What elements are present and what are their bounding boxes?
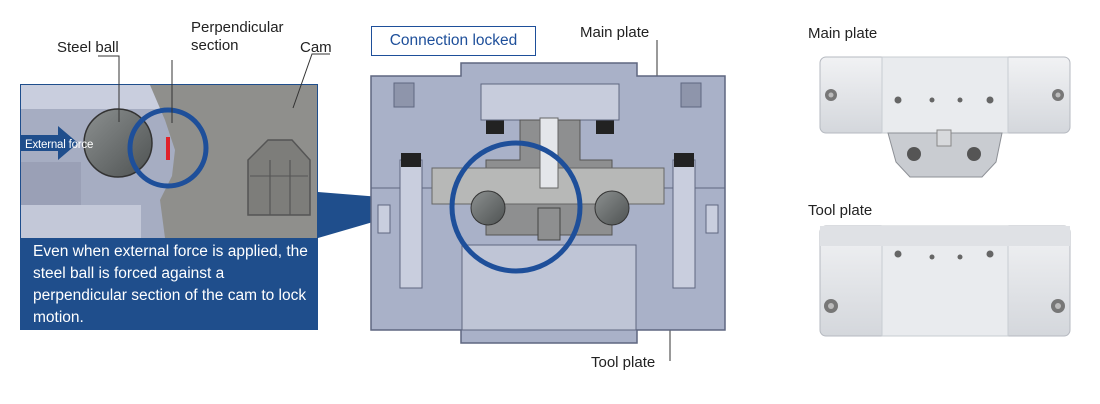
- description-text: Even when external force is applied, the…: [33, 243, 308, 326]
- tool-plate-photo: [819, 225, 1071, 337]
- connection-locked-badge: Connection locked: [371, 26, 536, 56]
- detail-focus-circle: [127, 107, 209, 189]
- cross-section-view: [370, 62, 726, 344]
- cam-bolt: [247, 139, 311, 216]
- external-force-label: External force: [25, 139, 94, 151]
- main-plate-photo-label: Main plate: [808, 25, 878, 42]
- main-plate-photo: [819, 56, 1071, 178]
- detail-panel: [20, 84, 318, 330]
- cam-label: Cam: [300, 39, 332, 56]
- perpendicular-label-line2: section: [191, 37, 239, 54]
- main-plate-callout-label: Main plate: [580, 24, 650, 41]
- section-focus-circle: [449, 140, 583, 274]
- tool-plate-callout-label: Tool plate: [591, 354, 656, 371]
- steel-ball-label: Steel ball: [57, 39, 119, 56]
- tool-plate-photo-label: Tool plate: [808, 202, 873, 219]
- external-force-arrow: [21, 126, 78, 160]
- perpendicular-label-line1: Perpendicular: [191, 19, 284, 36]
